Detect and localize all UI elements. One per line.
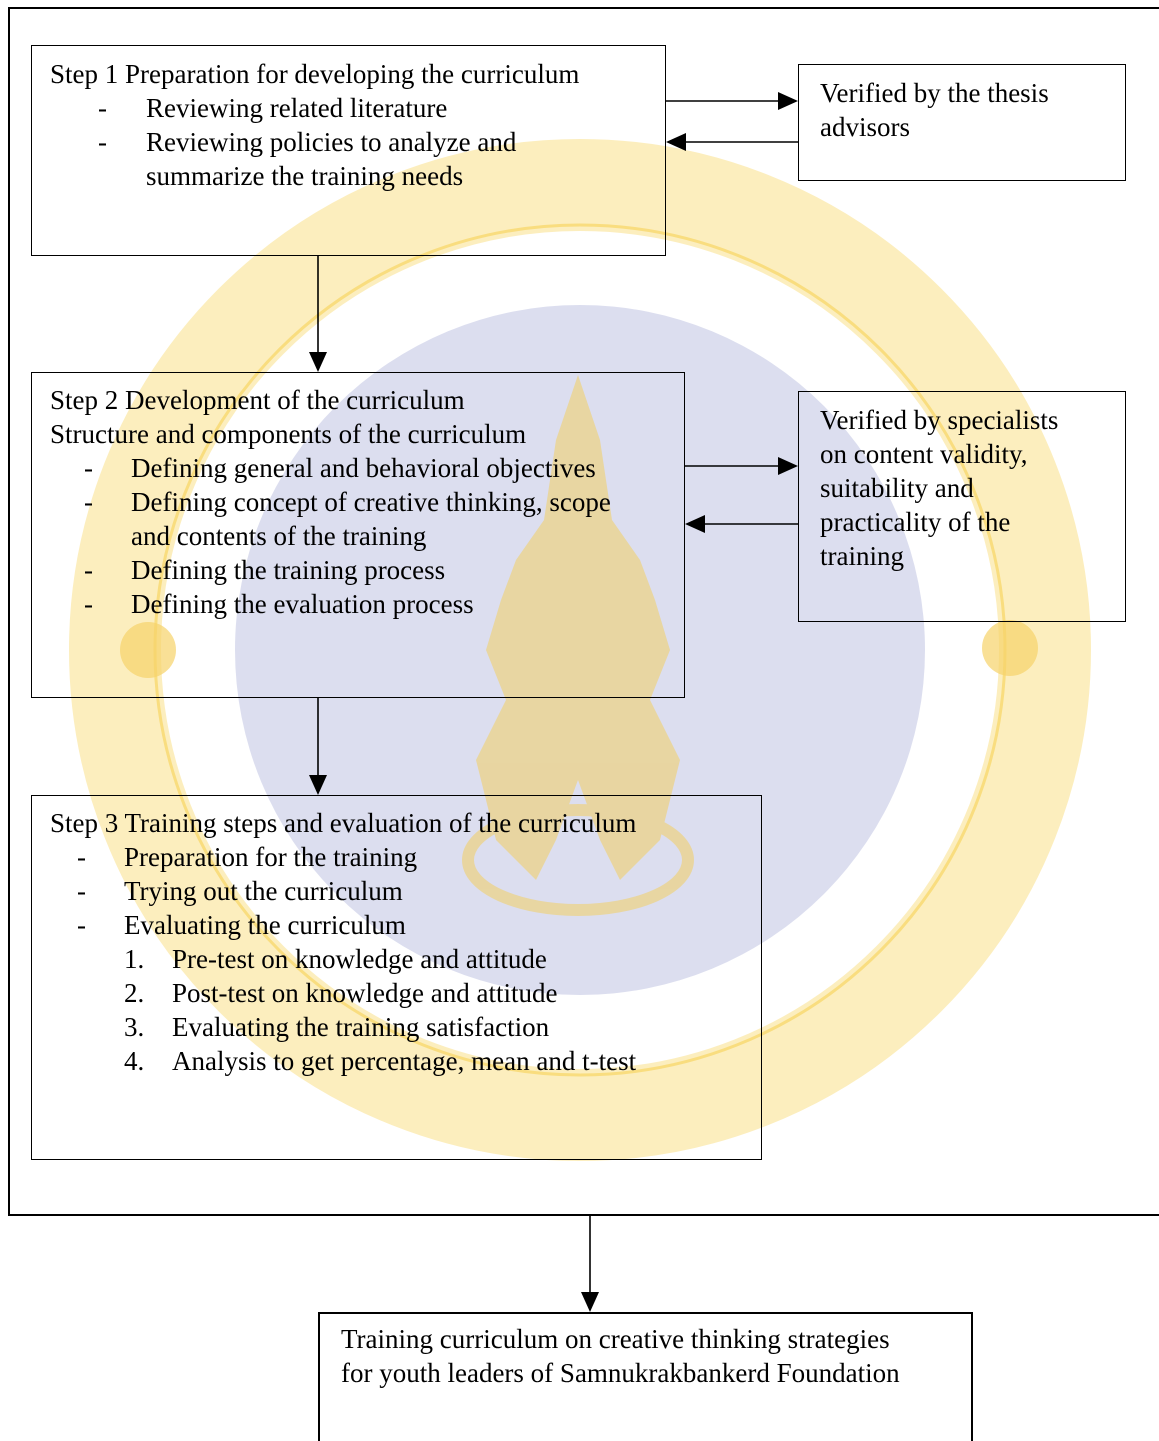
step2-item-3: Defining the training process: [131, 555, 446, 585]
step3-subitem-number-2: 2.: [124, 978, 145, 1008]
step2-dash-2: -: [84, 487, 93, 517]
step2-item-1: Defining general and behavioral objectiv…: [131, 453, 596, 483]
step2-item-2-cont: and contents of the training: [131, 521, 427, 551]
step3-subitem-number-4: 4.: [124, 1046, 145, 1076]
step3-item-2: Trying out the curriculum: [124, 876, 403, 906]
frame-bottom: [8, 1214, 1159, 1216]
arrowhead-step2-to-verify2: [778, 457, 798, 475]
step2-box: [31, 372, 685, 698]
step3-title: Step 3 Training steps and evaluation of …: [50, 808, 637, 838]
arrowhead-verify1-to-step1: [666, 133, 686, 151]
step2-item-4: Defining the evaluation process: [131, 589, 474, 619]
step3-item-3: Evaluating the curriculum: [124, 910, 406, 940]
step3-item-1: Preparation for the training: [124, 842, 418, 872]
step2-dash-3: -: [84, 555, 93, 585]
frame-left: [8, 7, 10, 1215]
step3-subitem-4: Analysis to get percentage, mean and t-t…: [172, 1046, 637, 1076]
verify2-box: [798, 391, 1126, 622]
step3-dash-2: -: [77, 876, 86, 906]
step3-subitem-1: Pre-test on knowledge and attitude: [172, 944, 547, 974]
arrowhead-step1-to-verify1: [778, 92, 798, 110]
step1-dash-2: -: [98, 127, 107, 157]
step2-subtitle: Structure and components of the curricul…: [50, 419, 527, 449]
step3-subitem-number-1: 1.: [124, 944, 145, 974]
result-line-1: Training curriculum on creative thinking…: [341, 1324, 890, 1354]
verify2-line-5: training: [820, 541, 904, 571]
step1-item-2-cont: summarize the training needs: [146, 161, 464, 191]
step2-dash-1: -: [84, 453, 93, 483]
step2-item-2: Defining concept of creative thinking, s…: [131, 487, 611, 517]
verify1-box: [798, 64, 1126, 181]
arrowhead-verify2-to-step2: [685, 515, 705, 533]
step3-dash-1: -: [77, 842, 86, 872]
arrowhead-step1-to-step2: [309, 352, 327, 372]
verify1-line-1: Verified by the thesis: [820, 78, 1049, 108]
step3-subitem-3: Evaluating the training satisfaction: [172, 1012, 550, 1042]
seal-side-flowers: [120, 620, 1038, 678]
verify2-line-3: suitability and: [820, 473, 974, 503]
frame-top: [8, 7, 1159, 9]
verify2-line-1: Verified by specialists: [820, 405, 1059, 435]
result-line-2: for youth leaders of Samnukrakbankerd Fo…: [341, 1358, 900, 1388]
seal-emblem: [462, 375, 694, 916]
step2-dash-4: -: [84, 589, 93, 619]
step2-title: Step 2 Development of the curriculum: [50, 385, 465, 415]
step1-item-2: Reviewing policies to analyze and: [146, 127, 517, 157]
step1-title: Step 1 Preparation for developing the cu…: [50, 59, 580, 89]
step1-dash-1: -: [98, 93, 107, 123]
result-box-right: [971, 1312, 973, 1441]
result-box-left: [318, 1312, 320, 1441]
step3-dash-3: -: [77, 910, 86, 940]
step3-box: [31, 795, 762, 1160]
step3-subitem-2: Post-test on knowledge and attitude: [172, 978, 558, 1008]
step3-subitem-number-3: 3.: [124, 1012, 145, 1042]
arrowhead-frame-to-result: [581, 1292, 599, 1312]
verify2-line-2: on content validity,: [820, 439, 1028, 469]
step1-box: [31, 45, 666, 256]
arrowhead-step2-to-step3: [309, 775, 327, 795]
result-box-top: [318, 1312, 972, 1314]
verify1-line-2: advisors: [820, 112, 910, 142]
step1-item-1: Reviewing related literature: [146, 93, 448, 123]
verify2-line-4: practicality of the: [820, 507, 1011, 537]
